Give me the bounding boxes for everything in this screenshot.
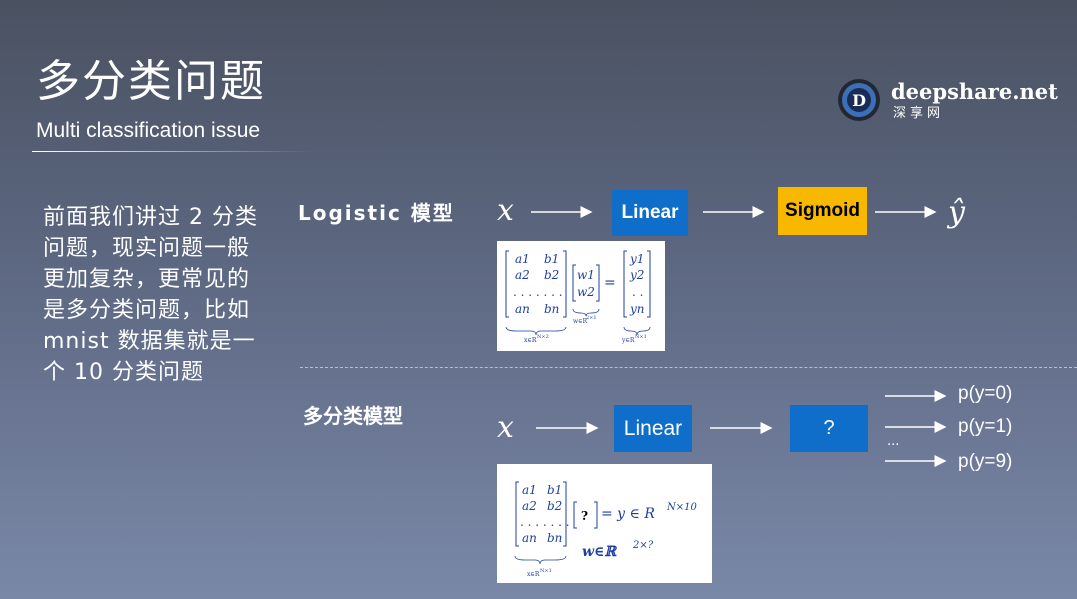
sigmoid-box: Sigmoid — [778, 187, 867, 235]
input-x-symbol-2: x — [497, 410, 514, 445]
m1-a1: a1 — [515, 252, 530, 266]
m1-dots: . . . . . . . — [513, 285, 563, 299]
m2-w-dim: w∈ℝ — [582, 544, 617, 560]
m1-y2: y2 — [629, 268, 644, 282]
m1-b1: b1 — [544, 252, 559, 266]
m1-equals: = — [604, 275, 616, 291]
output-ellipsis: ... — [887, 434, 900, 449]
m1-x-dim: x∈R — [524, 337, 537, 344]
m2-dots: . . . . . . . — [520, 515, 570, 529]
m1-ydots: . . — [632, 285, 643, 299]
m1-bn: bn — [544, 302, 559, 316]
m1-w-dim: w∈R — [573, 318, 588, 325]
m2-a2: a2 — [522, 499, 537, 513]
m1-w1: w1 — [577, 268, 595, 282]
logistic-matrix-equation: a1 b1 a2 b2 . . . . . . . an bn w1 w2 = … — [497, 241, 665, 351]
m1-y-sup: N×1 — [635, 334, 647, 340]
input-x-symbol: x — [497, 193, 514, 228]
output-p-y9: p(y=9) — [958, 451, 1013, 472]
m2-b2: b2 — [547, 499, 562, 513]
m2-an: an — [522, 531, 537, 545]
output-p-y1: p(y=1) — [958, 416, 1013, 437]
m2-w-sup: 2×? — [632, 540, 654, 551]
title-underline — [32, 151, 312, 152]
section-divider — [300, 367, 1077, 368]
m2-bn: bn — [547, 531, 562, 545]
logistic-model-label: Logistic 模型 — [298, 201, 455, 225]
m2-x-sup: N×1 — [540, 568, 552, 574]
logo-letter: D — [852, 91, 866, 110]
m1-y-dim: y∈R — [621, 337, 635, 344]
multiclass-matrix-equation: a1 b1 a2 b2 . . . . . . . an bn ? = y ∈ … — [497, 464, 712, 583]
m1-x-sup: N×2 — [537, 334, 549, 340]
m2-x-dim: x∈R — [527, 571, 540, 578]
output-yhat-symbol: ŷ — [948, 195, 965, 230]
linear-box-2: Linear — [614, 405, 692, 452]
m2-equation-sup: N×10 — [666, 502, 697, 513]
m1-y1: y1 — [629, 252, 644, 266]
intro-paragraph: 前面我们讲过 2 分类问题，现实问题一般更加复杂，更常见的是多分类问题，比如 m… — [43, 205, 258, 385]
unknown-function-box: ? — [790, 405, 868, 452]
m2-equation: = y ∈ R — [601, 506, 655, 522]
m1-a2: a2 — [515, 268, 530, 282]
multiclass-model-label: 多分类模型 — [303, 404, 403, 428]
deepshare-logo-icon: D — [838, 79, 880, 121]
m1-w-sup: 2×1 — [586, 315, 597, 321]
slide-subtitle: Multi classification issue — [36, 119, 261, 142]
linear-box: Linear — [612, 190, 688, 236]
slide-title: 多分类问题 — [36, 56, 266, 107]
m2-a1: a1 — [522, 483, 537, 497]
m1-w2: w2 — [577, 285, 595, 299]
logo-name: deepshare.net — [891, 79, 1058, 104]
m2-unknown: ? — [581, 509, 588, 523]
logo-subtitle: 深享网 — [893, 106, 945, 121]
m1-b2: b2 — [544, 268, 559, 282]
output-p-y0: p(y=0) — [958, 383, 1013, 404]
m1-yn: yn — [629, 302, 645, 316]
m1-an: an — [515, 302, 530, 316]
m2-b1: b1 — [547, 483, 562, 497]
